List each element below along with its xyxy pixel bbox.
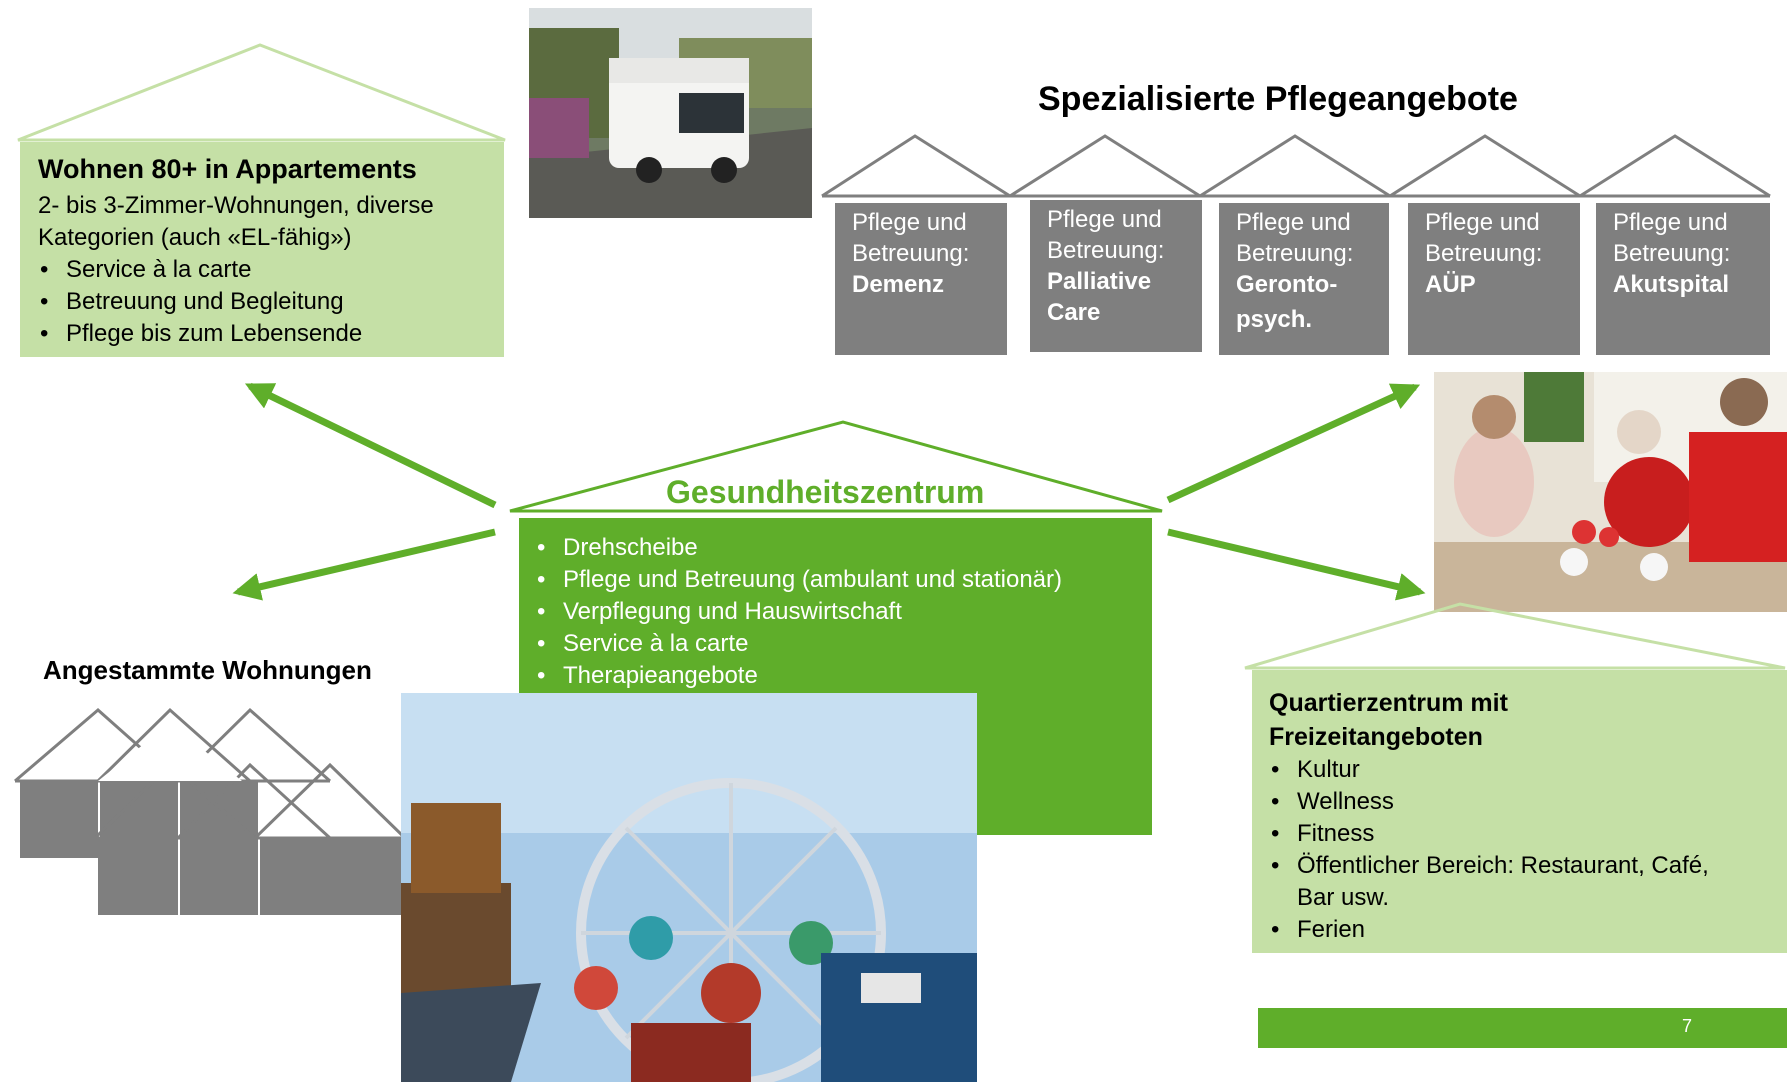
care-box-akutspital: Pflege und Betreuung: Akutspital [1596,203,1770,355]
zentrum-item: Verpflegung und Hauswirtschaft [535,596,1062,628]
care-box-demenz: Pflege und Betreuung: Demenz [835,203,1007,355]
zentrum-title: Gesundheitszentrum [666,474,985,510]
care-label: Pflege und [1425,209,1540,236]
wohnen80-item: Service à la carte [38,254,434,286]
quartier-title: Freizeitangeboten [1269,723,1483,751]
care-box-aup: Pflege und Betreuung: AÜP [1408,203,1580,355]
spezial-roofs [821,134,1771,198]
quartier-item: Kultur [1269,754,1709,786]
quartier-item: Ferien [1269,914,1709,946]
quartier-item: Wellness [1269,786,1709,818]
page-number: 7 [1681,1016,1692,1036]
family-meal-photo [1434,372,1787,612]
houses-illustration [14,707,407,915]
quartier-item-cont: Bar usw. [1297,884,1390,911]
care-label: Betreuung: [1613,240,1731,267]
care-box-gerontopsych: Pflege und Betreuung: Geronto- psych. [1219,203,1389,355]
fairground-photo [401,693,977,1082]
roof-zentrum [509,420,1163,513]
wohnen80-item: Betreuung und Begleitung [38,286,434,318]
zentrum-item: Service à la carte [535,628,1062,660]
quartier-title: Quartierzentrum mit [1269,689,1508,717]
care-focus: psych. [1236,306,1313,333]
care-label: Pflege und [1613,209,1728,236]
footer-bar: 7 [1258,1008,1787,1048]
zentrum-item: Pflege und Betreuung (ambulant und stati… [535,564,1062,596]
wohnen80-title: Wohnen 80+ in Appartements [38,154,417,184]
quartier-item: Fitness [1269,818,1709,850]
care-label: Betreuung: [1236,240,1354,267]
wohnen80-item: Pflege bis zum Lebensende [38,318,434,350]
roof-wohnen80 [17,43,506,142]
spezial-title: Spezialisierte Pflegeangebote [1038,80,1518,118]
zentrum-item: Therapieangebote [535,660,1062,692]
angestammt-title: Angestammte Wohnungen [43,655,372,685]
care-box-palliative: Pflege und Betreuung: Palliative Care [1030,200,1202,352]
wohnen80-box: Wohnen 80+ in Appartements 2- bis 3-Zimm… [20,142,504,357]
quartier-item: Öffentlicher Bereich: Restaurant, Café, [1269,850,1709,882]
care-focus: AÜP [1425,271,1476,298]
care-focus: Palliative [1047,268,1152,295]
roof-quartier [1244,602,1786,670]
care-label: Betreuung: [1047,237,1165,264]
care-label: Pflege und [1047,206,1162,233]
care-label: Betreuung: [1425,240,1543,267]
care-label: Betreuung: [852,240,970,267]
wohnen80-line2: Kategorien (auch «EL-fähig») [38,224,352,251]
camper-photo [529,8,812,218]
wohnen80-line1: 2- bis 3-Zimmer-Wohnungen, diverse [38,192,434,219]
care-focus: Akutspital [1613,271,1730,298]
care-label: Pflege und [1236,209,1351,236]
care-focus: Geronto- [1236,271,1338,298]
care-label: Pflege und [852,209,967,236]
zentrum-item: Drehscheibe [535,532,1062,564]
care-focus: Demenz [852,271,945,298]
care-focus: Care [1047,299,1101,326]
quartier-box: Quartierzentrum mit Freizeitangeboten Ku… [1252,670,1787,953]
